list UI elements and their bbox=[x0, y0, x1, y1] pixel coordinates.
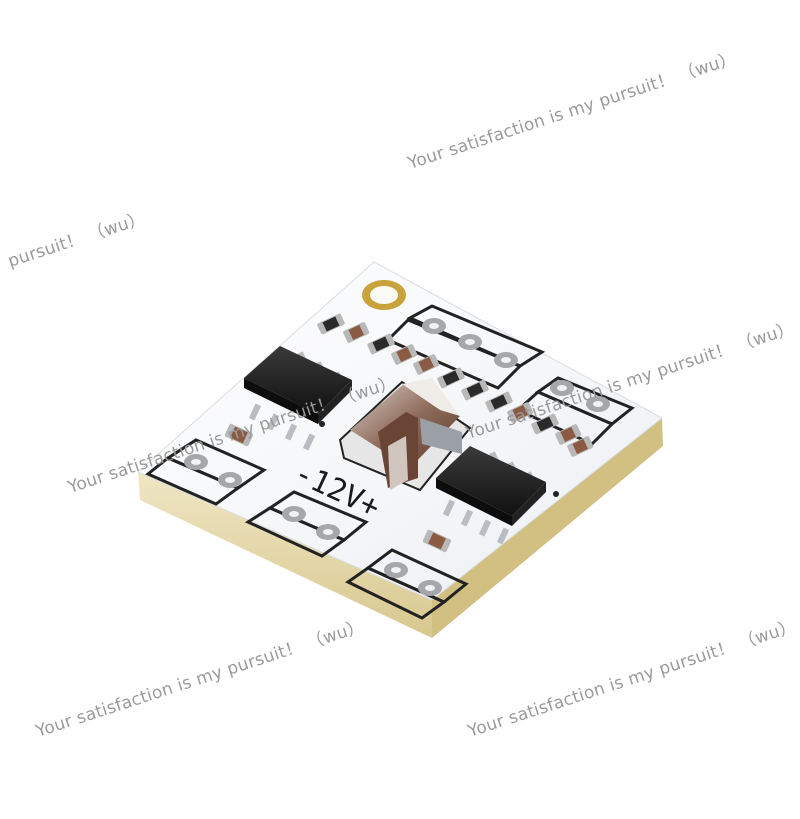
pad bbox=[550, 380, 574, 396]
pad bbox=[586, 396, 610, 412]
smd-resistor bbox=[437, 367, 465, 389]
smd-capacitor bbox=[413, 354, 440, 375]
pad bbox=[494, 352, 518, 368]
solder-pads bbox=[184, 318, 610, 596]
ic-chip-left bbox=[244, 346, 352, 451]
smd-capacitor bbox=[422, 529, 452, 553]
smd-capacitor bbox=[391, 344, 418, 365]
pad bbox=[422, 318, 446, 334]
smd-components bbox=[224, 313, 594, 553]
pcb-board: -12V+ bbox=[137, 261, 663, 638]
smd-resistor bbox=[485, 391, 513, 413]
smd-capacitor bbox=[224, 423, 254, 447]
pad bbox=[184, 454, 208, 470]
pad bbox=[458, 334, 482, 350]
pcb-edge-left bbox=[138, 472, 432, 638]
via-dot bbox=[553, 491, 559, 497]
smd-capacitor bbox=[555, 424, 582, 445]
smd-resistor bbox=[531, 413, 559, 435]
pad bbox=[384, 562, 408, 578]
voltage-regulator bbox=[338, 378, 472, 492]
pad bbox=[218, 472, 242, 488]
smd-resistor bbox=[317, 313, 345, 335]
smd-capacitor bbox=[343, 322, 370, 343]
via-dot bbox=[319, 421, 325, 427]
pad bbox=[418, 580, 442, 596]
pcb-edge-right bbox=[432, 418, 663, 638]
smd-capacitor bbox=[567, 436, 594, 457]
smd-resistor bbox=[367, 333, 395, 355]
pad bbox=[282, 506, 306, 522]
ic-chip-right bbox=[436, 446, 546, 545]
pad bbox=[316, 524, 340, 540]
smd-capacitor bbox=[507, 402, 534, 423]
smd-resistor bbox=[461, 379, 489, 401]
